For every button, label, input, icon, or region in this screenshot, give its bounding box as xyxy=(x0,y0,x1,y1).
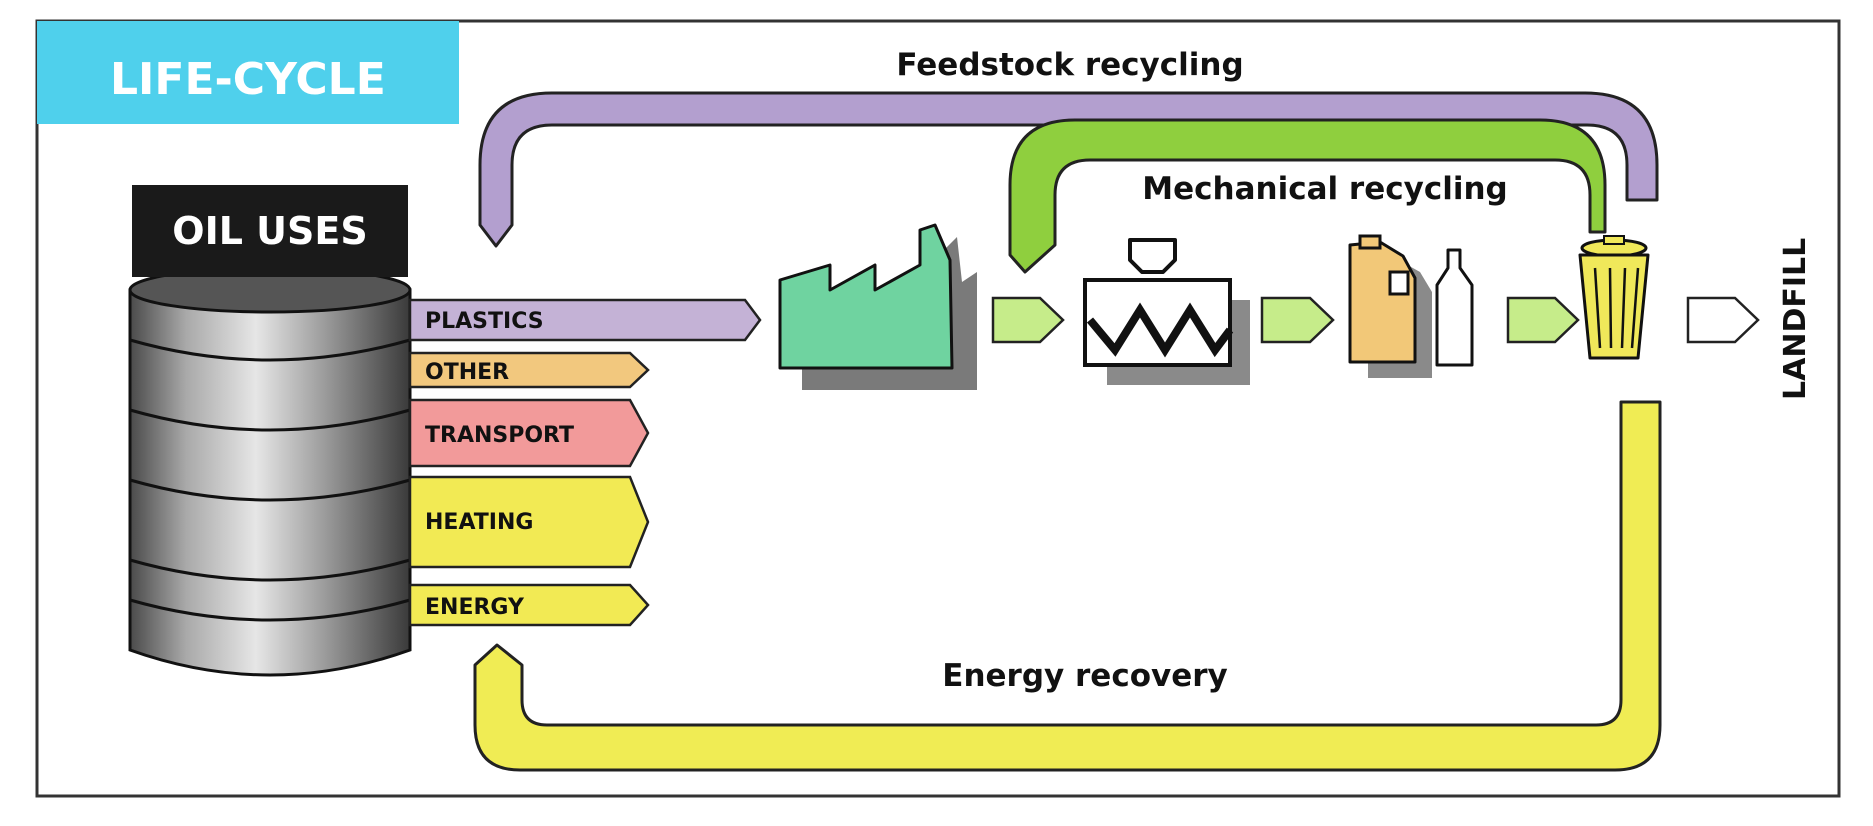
use-arrow-plastics xyxy=(408,298,762,342)
use-arrows: PLASTICS OTHER TRANSPORT HEATING ENERGY xyxy=(408,298,762,627)
oil-uses-label-box xyxy=(132,185,408,277)
use-label-heating: HEATING xyxy=(425,510,533,535)
extruder-icon xyxy=(1083,238,1250,385)
use-arrow-heating xyxy=(408,475,650,569)
use-label-transport: TRANSPORT xyxy=(425,423,574,448)
use-label-plastics: PLASTICS xyxy=(425,309,544,334)
feedstock-recycling-label: Feedstock recycling xyxy=(896,47,1243,83)
title-banner xyxy=(37,21,459,124)
flow-arrow-1 xyxy=(991,296,1065,344)
energy-recovery-band xyxy=(473,400,1662,772)
oil-uses-label: OIL USES xyxy=(172,209,367,253)
landfill-label: LANDFILL xyxy=(1778,238,1813,400)
mechanical-recycling-label: Mechanical recycling xyxy=(1142,171,1507,207)
jug-icon xyxy=(1348,234,1432,378)
flow-arrow-2 xyxy=(1260,296,1335,344)
use-arrow-other xyxy=(408,351,650,389)
diagram-title: LIFE-CYCLE xyxy=(110,54,386,105)
landfill-arrow xyxy=(1686,296,1760,344)
mechanical-loop-band xyxy=(1008,118,1607,274)
flow-arrow-3 xyxy=(1506,296,1580,344)
factory-icon xyxy=(778,223,977,390)
trash-bin-icon xyxy=(1578,235,1650,360)
use-label-other: OTHER xyxy=(425,360,509,385)
use-arrow-transport xyxy=(408,398,650,468)
use-arrow-energy xyxy=(408,583,650,627)
use-label-energy: ENERGY xyxy=(425,595,525,620)
energy-recovery-label: Energy recovery xyxy=(942,658,1227,694)
bottle-icon xyxy=(1435,248,1474,367)
oil-barrel xyxy=(128,266,412,677)
